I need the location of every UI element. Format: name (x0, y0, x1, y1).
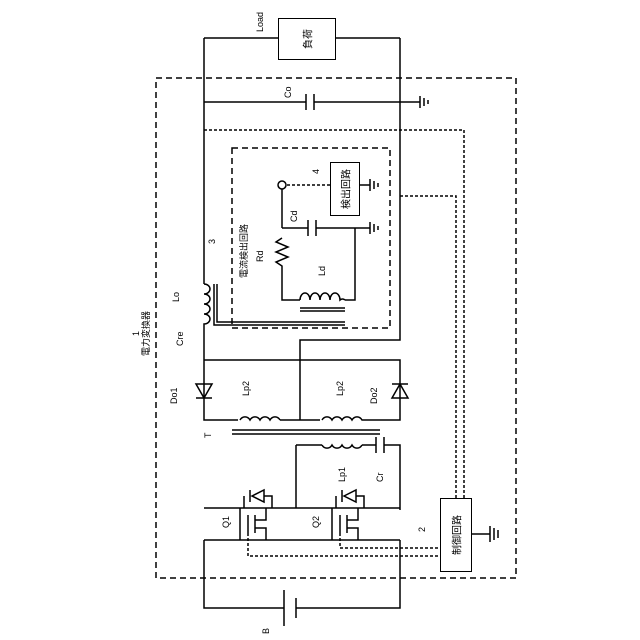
cd-label: Cd (290, 210, 299, 222)
lp2b-coil (322, 417, 372, 420)
detect-box-label: 検出回路 (338, 169, 353, 209)
co-label: Co (284, 86, 293, 98)
do2-label: Do2 (370, 387, 379, 404)
control-ground (470, 526, 498, 542)
detect-terminal (278, 181, 286, 189)
rect-left-rail (204, 340, 238, 420)
ld-label: Ld (318, 266, 327, 276)
detect-ground (358, 179, 378, 191)
b-label: B (262, 628, 271, 634)
q2-label: Q2 (312, 516, 321, 528)
gate-line-q1 (248, 533, 442, 556)
lp1-label: Lp1 (338, 467, 347, 482)
cr-label: Cr (376, 473, 385, 483)
control-box: 制御回路 (440, 498, 472, 572)
source-wire (204, 540, 400, 608)
q1-switch (240, 508, 266, 540)
battery (284, 590, 296, 626)
detect-num-label: 4 (312, 169, 321, 174)
t-label: T (204, 433, 213, 439)
lp2a-label: Lp2 (242, 381, 251, 396)
rd-label: Rd (256, 250, 265, 262)
transformer-core (232, 430, 380, 434)
detector-label: 電流検出回路 (240, 224, 249, 278)
co-capacitor (306, 94, 314, 110)
sense-line-2 (400, 196, 456, 498)
cd-right-wire (345, 228, 355, 300)
co-ground (420, 96, 428, 108)
do1-label: Do1 (170, 387, 179, 404)
cd-capacitor (308, 220, 316, 236)
lp2a-coil (240, 417, 280, 420)
converter-num-label: 1 (132, 331, 141, 336)
lo-coil (204, 284, 210, 340)
load-box-label: 負荷 (300, 29, 315, 49)
detector-boundary (232, 148, 390, 328)
q2-switch (332, 508, 358, 540)
lp2b-label: Lp2 (336, 381, 345, 396)
control-num-label: 2 (418, 527, 427, 532)
lp1-coil (322, 445, 362, 448)
detector-num-label: 3 (208, 239, 217, 244)
control-box-label: 制御回路 (449, 515, 464, 555)
cd-ground (370, 222, 378, 234)
q1-label: Q1 (222, 516, 231, 528)
ld-coil (300, 293, 345, 300)
load-box: 負荷 (278, 18, 336, 60)
q1-body-diode (244, 490, 272, 508)
lo-label: Lo (172, 292, 181, 302)
core-lines-detector (300, 308, 345, 311)
q2-body-diode (336, 490, 364, 508)
rd-resistor (276, 238, 300, 300)
lo-core (214, 284, 345, 325)
converter-label: 電力変換器 (142, 311, 151, 356)
rect-center-tap (280, 360, 320, 420)
load-label: Load (256, 12, 265, 32)
cr-capacitor (376, 437, 384, 453)
detect-box: 検出回路 (330, 162, 360, 216)
cre-label: Cre (176, 331, 185, 346)
